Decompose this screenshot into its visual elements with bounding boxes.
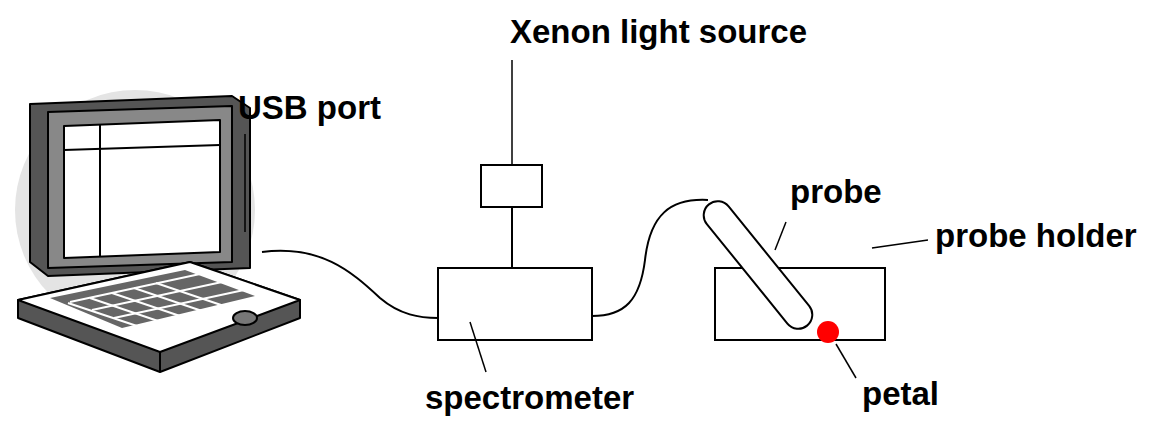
leader-line: [872, 240, 928, 248]
usb-cable: [262, 251, 438, 318]
part-label-box: petal: [862, 374, 939, 414]
part-label-box: probe holder: [935, 216, 1137, 256]
part-label: Xenon light source: [510, 13, 807, 50]
part-label: probe holder: [935, 217, 1137, 254]
part-label: petal: [862, 375, 939, 412]
part-label-box: spectrometer: [425, 378, 634, 418]
fibre-cable: [592, 200, 708, 316]
part-label-box: USB port: [238, 88, 381, 128]
lamp-connection: [511, 207, 513, 268]
leader-line: [775, 222, 786, 250]
probe-symbol: [698, 196, 818, 335]
part-label: spectrometer: [425, 379, 634, 416]
part-label: probe: [790, 173, 882, 210]
part-label-box: Xenon light source: [510, 12, 807, 52]
part-label-box: probe: [790, 172, 882, 212]
petal-dot: [817, 321, 839, 343]
xenon-lamp-box: [481, 165, 542, 207]
leader-line: [511, 60, 513, 165]
leader-line: [836, 344, 856, 378]
laptop-icon: [18, 96, 300, 372]
leader-line: [244, 134, 246, 232]
part-label: USB port: [238, 89, 381, 126]
spectrometer-box: [438, 268, 592, 340]
leader-line: [470, 322, 486, 372]
